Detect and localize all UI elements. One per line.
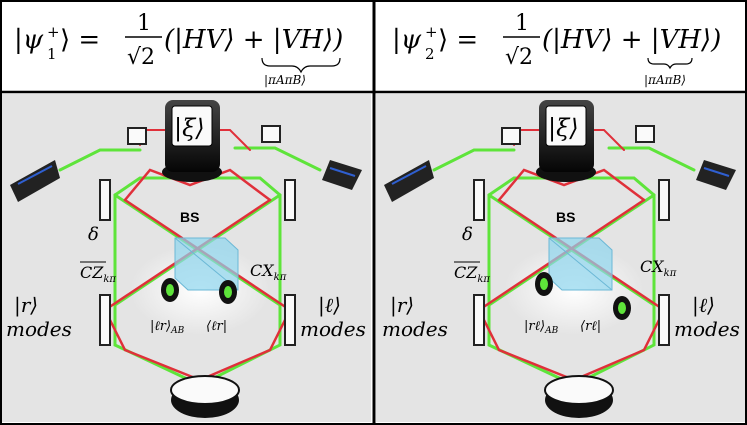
- cz-label: CZkπ: [80, 263, 116, 285]
- mirror-icon: [99, 179, 111, 221]
- mirror-icon: [501, 127, 521, 145]
- mirror-icon: [658, 179, 670, 221]
- waveplate-icon: [613, 296, 631, 320]
- state-close: ⟩ =: [438, 25, 478, 55]
- waveplate-icon: [535, 272, 553, 296]
- red-beam-top: [123, 168, 272, 202]
- bottom-detector-icon: [170, 375, 240, 418]
- bottom-right-bra: ⟨rℓ|: [580, 319, 601, 334]
- bs-label: BS: [556, 209, 575, 225]
- frac-num: 1: [515, 11, 529, 36]
- detector-icon: [536, 100, 596, 182]
- mirror-icon: [473, 179, 485, 221]
- mirror-icon: [284, 294, 296, 346]
- bottom-left-ket: |ℓr⟩AB: [150, 319, 185, 336]
- red-beam-top: [497, 168, 646, 202]
- state-rhs: (|HV⟩ + |VH⟩): [164, 25, 343, 55]
- l-modes-ket: |ℓ⟩: [318, 293, 341, 318]
- mirror-icon: [284, 179, 296, 221]
- mirror-icon: [658, 294, 670, 346]
- cx-label: CXkπ: [640, 257, 677, 279]
- frac-den: √2: [127, 45, 155, 70]
- bottom-detector-icon: [544, 375, 614, 418]
- equation-header: |ψ + 1 ⟩ = 1 √2 (|HV⟩ + |VH⟩) |πAπB⟩: [14, 11, 343, 87]
- l-modes-text: modes: [300, 317, 366, 341]
- r-modes-ket: |r⟩: [390, 293, 414, 318]
- waveplate-icon: [219, 280, 237, 304]
- mirror-icon: [261, 125, 281, 143]
- laser-icon: [10, 160, 60, 202]
- frac-num: 1: [137, 11, 151, 36]
- r-modes-text: modes: [6, 317, 72, 341]
- delta-label: δ: [88, 224, 99, 245]
- green-beam-verticals: [487, 193, 656, 307]
- xi-label: |ξ⟩: [174, 114, 205, 143]
- detector-icon: [162, 100, 222, 182]
- xi-label: |ξ⟩: [548, 114, 579, 143]
- panel-2: |ψ + 2 ⟩ = 1 √2 (|HV⟩ + |VH⟩) |πAπB⟩: [375, 11, 747, 422]
- l-modes-ket: |ℓ⟩: [692, 293, 715, 318]
- mirror-icon: [635, 125, 655, 143]
- laser-icon: [384, 160, 434, 202]
- mirror-icon: [473, 294, 485, 346]
- brace-label: |πAπB⟩: [644, 73, 686, 87]
- green-beam-left-input: [58, 148, 142, 172]
- state-close: ⟩ =: [60, 25, 100, 55]
- l-modes-text: modes: [674, 317, 740, 341]
- panel-1: |ψ + 1 ⟩ = 1 √2 (|HV⟩ + |VH⟩) |πAπB⟩: [0, 11, 373, 422]
- state-rhs: (|HV⟩ + |VH⟩): [542, 25, 721, 55]
- bottom-right-bra: ⟨ℓr|: [206, 319, 227, 334]
- state-sub: 1: [47, 45, 57, 63]
- state-sup: +: [425, 23, 438, 41]
- waveplate-icon: [161, 278, 179, 302]
- beam-splitter-cube-icon: [548, 237, 613, 291]
- laser-icon: [322, 160, 362, 190]
- r-modes-ket: |r⟩: [14, 293, 38, 318]
- underbrace: [647, 57, 693, 70]
- green-beam-verticals: [113, 193, 282, 307]
- laser-icon: [696, 160, 736, 190]
- state-psi: |ψ: [14, 25, 44, 55]
- mirror-group: [99, 125, 296, 346]
- underbrace: [261, 57, 341, 74]
- equation-header: |ψ + 2 ⟩ = 1 √2 (|HV⟩ + |VH⟩) |πAπB⟩: [392, 11, 721, 87]
- cz-label: CZkπ: [454, 263, 490, 285]
- state-psi: |ψ: [392, 25, 422, 55]
- mirror-icon: [127, 127, 147, 145]
- green-beam-left-input: [432, 148, 516, 172]
- delta-label: δ: [462, 224, 473, 245]
- state-sub: 2: [425, 45, 435, 63]
- r-modes-text: modes: [382, 317, 448, 341]
- bs-label: BS: [180, 209, 199, 225]
- brace-label: |πAπB⟩: [264, 73, 306, 87]
- bottom-left-ket: |rℓ⟩AB: [524, 319, 559, 336]
- state-sup: +: [47, 23, 60, 41]
- mirror-icon: [99, 294, 111, 346]
- cx-label: CXkπ: [250, 261, 287, 283]
- frac-den: √2: [505, 45, 533, 70]
- mirror-group: [473, 125, 670, 346]
